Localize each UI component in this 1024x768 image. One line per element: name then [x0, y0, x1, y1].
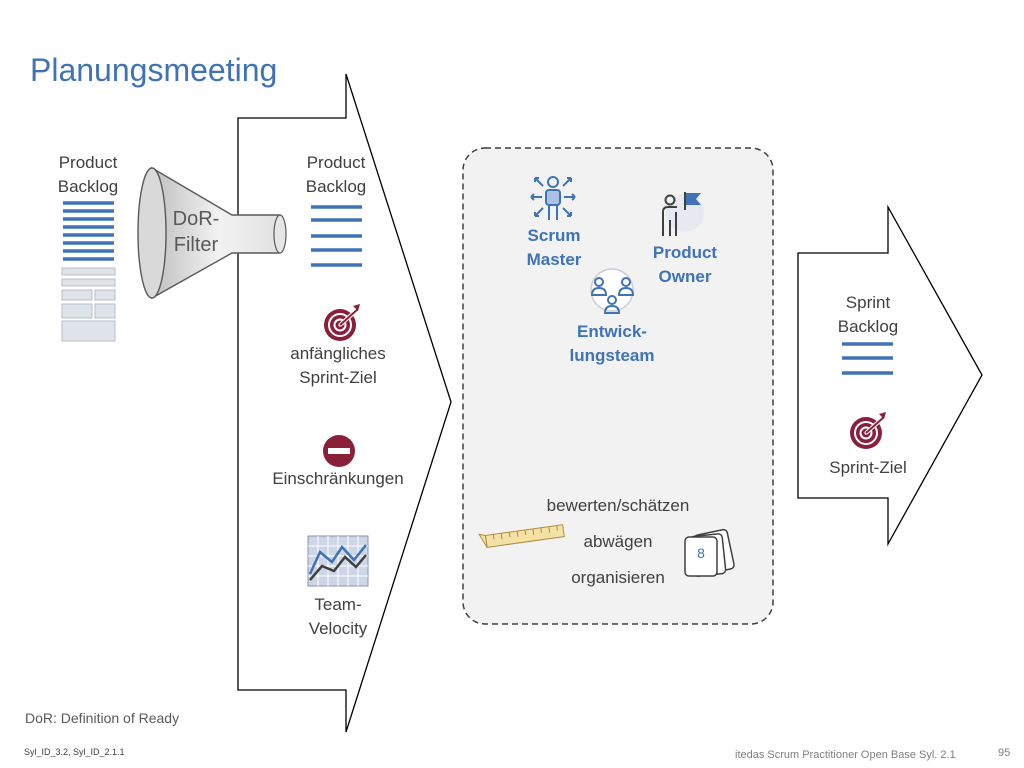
filter-label: DoR- Filter [160, 206, 232, 258]
scrum-master-icon [530, 176, 576, 220]
sprint-goal-target-icon [850, 412, 886, 449]
meeting-box [462, 147, 774, 625]
scrum-master-line2: Master [526, 250, 582, 269]
input-backlog-label: Product Backlog [296, 151, 376, 199]
sprint-backlog-icon [842, 342, 893, 375]
product-owner-icon [662, 192, 704, 236]
ruler-icon [478, 524, 565, 548]
product-owner-line1: Product [652, 243, 718, 262]
no-entry-icon [323, 435, 355, 467]
target-icon [324, 304, 360, 341]
product-backlog-document-icon [61, 201, 116, 342]
initial-sprint-goal-line1: anfängliches [290, 344, 386, 363]
dor-footnote: DoR: Definition of Ready [25, 710, 180, 726]
velocity-chart-icon [307, 535, 369, 587]
sprint-backlog-line2: Backlog [837, 317, 899, 336]
input-backlog-label-line2: Backlog [305, 177, 367, 196]
development-team-icon [590, 268, 635, 314]
activity-organize: organisieren [571, 568, 665, 587]
funnel-icon [137, 166, 287, 300]
team-velocity-line2: Velocity [308, 619, 368, 638]
dev-team-line1: Entwick- [577, 322, 647, 341]
constraints-label: Einschränkungen [272, 469, 404, 488]
dev-team-line2: lungsteam [569, 346, 655, 365]
footer-source: itedas Scrum Practitioner Open Base Syl.… [735, 749, 956, 761]
left-backlog-label-line1: Product [58, 153, 118, 172]
filter-label-line1: DoR- [172, 208, 220, 230]
activity-estimate: bewerten/schätzen [546, 496, 690, 515]
sprint-backlog-line1: Sprint [845, 293, 891, 312]
scrum-master-label: Scrum Master [514, 224, 594, 272]
dev-team-label: Entwick- lungsteam [556, 320, 668, 368]
syllabus-ids: Syl_ID_3.2, Syl_ID_2.1.1 [24, 747, 125, 757]
filter-label-line2: Filter [173, 234, 219, 256]
page-number: 95 [998, 747, 1011, 759]
team-velocity-label: Team- Velocity [298, 593, 378, 641]
planning-card-value: 8 [697, 545, 705, 561]
product-owner-label: Product Owner [640, 241, 730, 289]
output-arrow [797, 204, 983, 547]
sprint-backlog-label: Sprint Backlog [828, 291, 908, 339]
initial-sprint-goal-line2: Sprint-Ziel [299, 368, 377, 387]
planning-cards-icon [684, 528, 735, 577]
input-backlog-label-line1: Product [306, 153, 366, 172]
activity-weigh: abwägen [583, 532, 653, 551]
initial-sprint-goal-label: anfängliches Sprint-Ziel [268, 342, 408, 390]
scrum-master-line1: Scrum [527, 226, 581, 245]
team-velocity-line1: Team- [314, 595, 362, 614]
input-arrow [237, 73, 452, 733]
sprint-goal-label: Sprint-Ziel [829, 458, 907, 477]
left-backlog-label: Product Backlog [48, 151, 128, 199]
page-title: Planungsmeeting [30, 52, 278, 88]
product-owner-line2: Owner [658, 267, 712, 286]
input-backlog-icon [311, 205, 362, 267]
left-backlog-label-line2: Backlog [57, 177, 119, 196]
